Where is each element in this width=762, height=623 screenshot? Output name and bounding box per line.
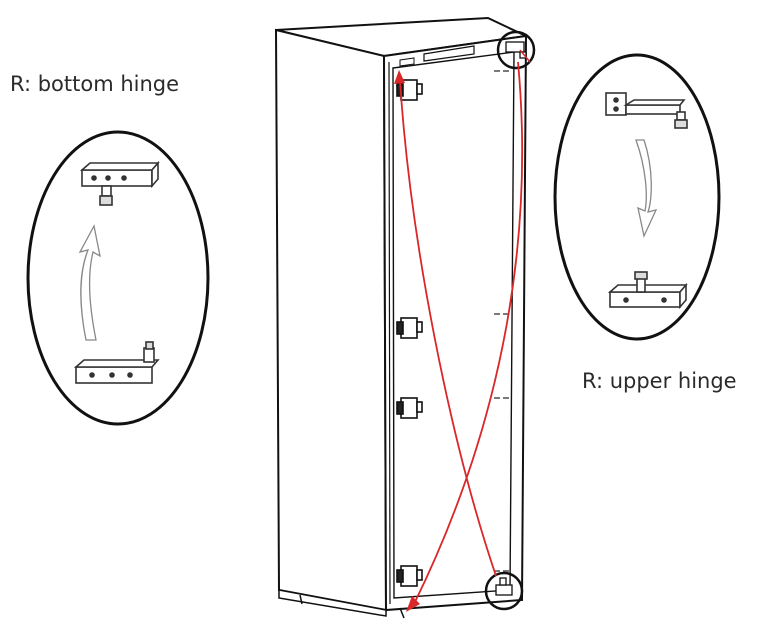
hinge-swap-arrows bbox=[394, 49, 531, 612]
move-arrow-icon bbox=[635, 139, 658, 239]
top-right-hinge-circle bbox=[496, 30, 536, 70]
fridge-side bbox=[274, 28, 388, 612]
hole-markers bbox=[396, 70, 509, 572]
hinge-icon bbox=[605, 92, 688, 129]
bottom-right-hinge-circle bbox=[484, 571, 524, 611]
fridge-hinges bbox=[396, 79, 423, 587]
hinge-icon bbox=[396, 565, 423, 587]
hinge-icon bbox=[396, 397, 423, 419]
refrigerator-icon bbox=[274, 16, 530, 619]
upper-hinge-callout bbox=[553, 53, 721, 341]
move-arrow-icon bbox=[399, 79, 497, 577]
callout-ellipse-left bbox=[26, 130, 210, 426]
bottom-hinge-label: R: bottom hinge bbox=[10, 72, 180, 96]
hinge-icon bbox=[607, 271, 688, 310]
hinge-position-markers bbox=[484, 30, 536, 611]
hinge-icon bbox=[79, 160, 160, 206]
upper-hinge-label: R: upper hinge bbox=[582, 369, 737, 393]
hinge-icon bbox=[396, 317, 423, 339]
move-arrow-icon bbox=[413, 61, 524, 605]
bottom-hinge-callout bbox=[26, 130, 210, 426]
move-arrow-icon bbox=[78, 224, 101, 341]
hinge-icon bbox=[73, 341, 160, 384]
